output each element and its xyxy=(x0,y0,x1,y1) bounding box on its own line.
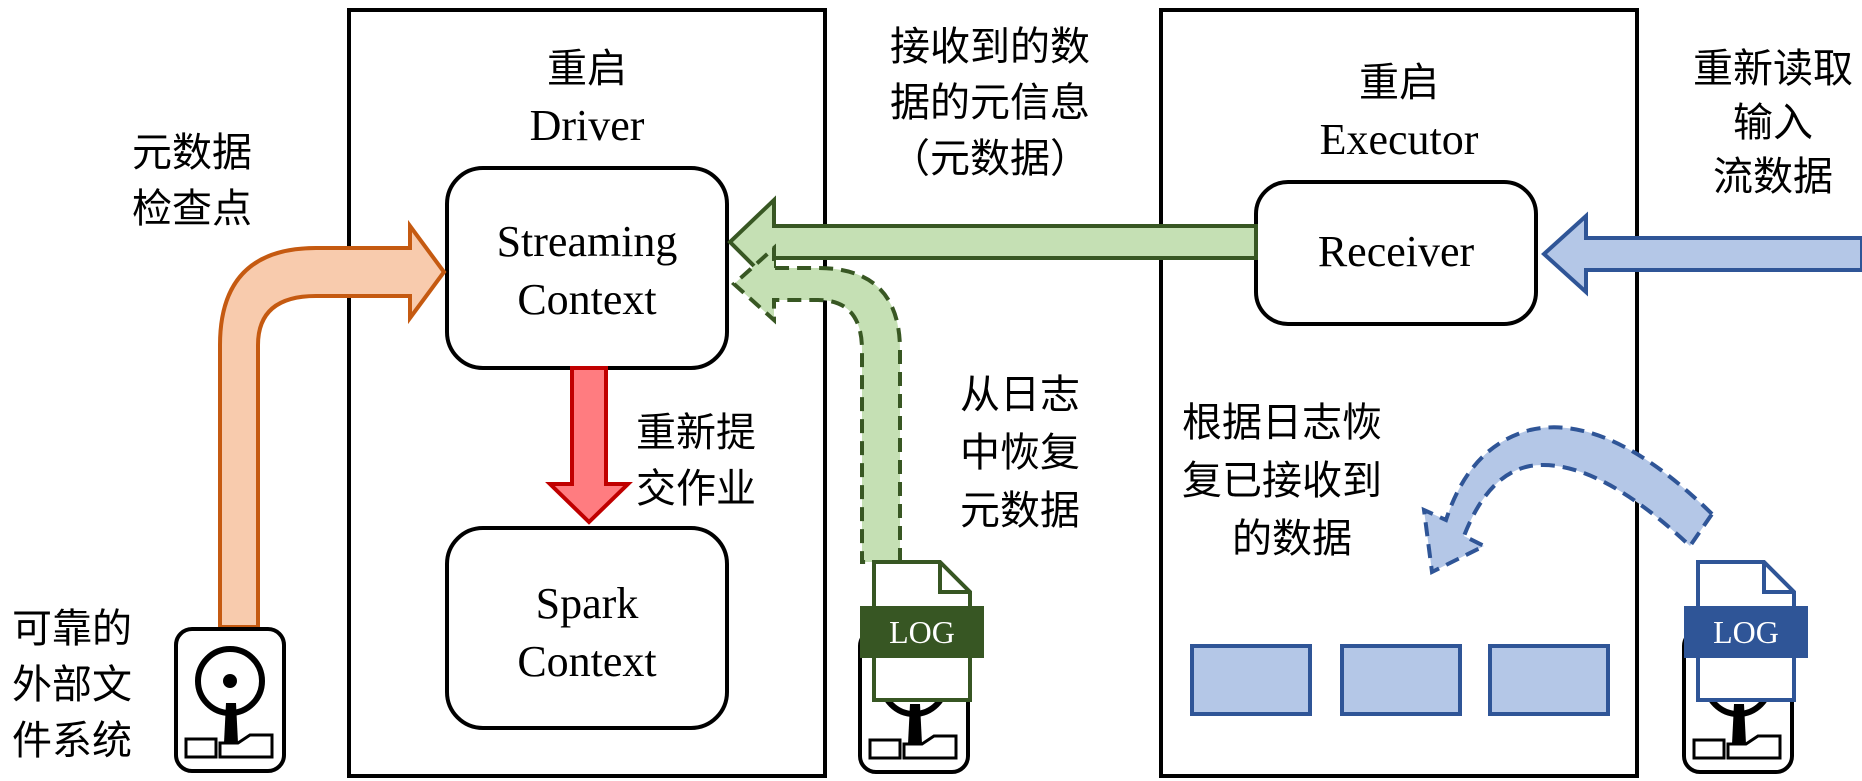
reread-input-label: 输入 xyxy=(1733,100,1813,146)
log-file-icon: LOG xyxy=(860,560,984,702)
reliable-fs-label: 可靠的 xyxy=(12,606,132,652)
spark-context-label: Spark xyxy=(536,579,639,628)
data-block xyxy=(1190,644,1312,716)
recover-metadata-label: 从日志 xyxy=(960,372,1080,418)
streaming-context-label: Context xyxy=(517,275,656,324)
driver-frame xyxy=(347,8,827,778)
spark-context-label: Context xyxy=(517,637,656,686)
reliable-fs-label: 外部文 xyxy=(12,662,132,708)
received-metadata-label: 接收到的数 xyxy=(890,24,1090,70)
disk-icon xyxy=(176,629,284,771)
received-metadata-label: （元数据） xyxy=(890,136,1090,182)
driver-restart-label: 重启 xyxy=(547,46,627,92)
data-block xyxy=(1340,644,1462,716)
executor-restart-label: 重启 xyxy=(1359,60,1439,106)
reliable-fs-label: 件系统 xyxy=(12,718,132,764)
executor-name: Executor xyxy=(1320,115,1479,164)
resubmit-label: 交作业 xyxy=(636,466,756,512)
driver-name: Driver xyxy=(530,101,645,150)
executor-frame xyxy=(1159,8,1639,778)
metadata-checkpoint-label: 检查点 xyxy=(132,186,252,232)
checkpoint-arrow xyxy=(218,219,447,629)
recover-data-label: 的数据 xyxy=(1232,516,1352,562)
received-metadata-label: 据的元信息 xyxy=(890,80,1090,126)
streaming-context-label: Streaming xyxy=(497,217,678,266)
metadata-arrow xyxy=(727,195,1258,291)
recover-metadata-label: 中恢复 xyxy=(960,430,1080,476)
metadata-checkpoint-label: 元数据 xyxy=(132,130,252,176)
recover-metadata-label: 元数据 xyxy=(960,488,1080,534)
recover-metadata-arrow xyxy=(731,243,902,564)
recover-data-label: 复已接收到 xyxy=(1182,458,1382,504)
reread-input-label: 流数据 xyxy=(1713,154,1833,200)
spark-context-box xyxy=(445,526,729,730)
data-block xyxy=(1488,644,1610,716)
streaming-context-box xyxy=(445,166,729,370)
recover-data-label: 根据日志恢 xyxy=(1182,400,1382,446)
resubmit-arrow xyxy=(545,366,633,525)
reread-input-label: 重新读取 xyxy=(1693,46,1853,92)
log-file-icon: LOG xyxy=(1684,560,1808,702)
recover-data-arrow xyxy=(1421,425,1715,576)
executor-log-label: LOG xyxy=(1713,614,1779,650)
driver-log-label: LOG xyxy=(889,614,955,650)
resubmit-label: 重新提 xyxy=(636,410,756,456)
receiver-label: Receiver xyxy=(1318,227,1475,276)
reread-input-arrow xyxy=(1541,211,1862,297)
